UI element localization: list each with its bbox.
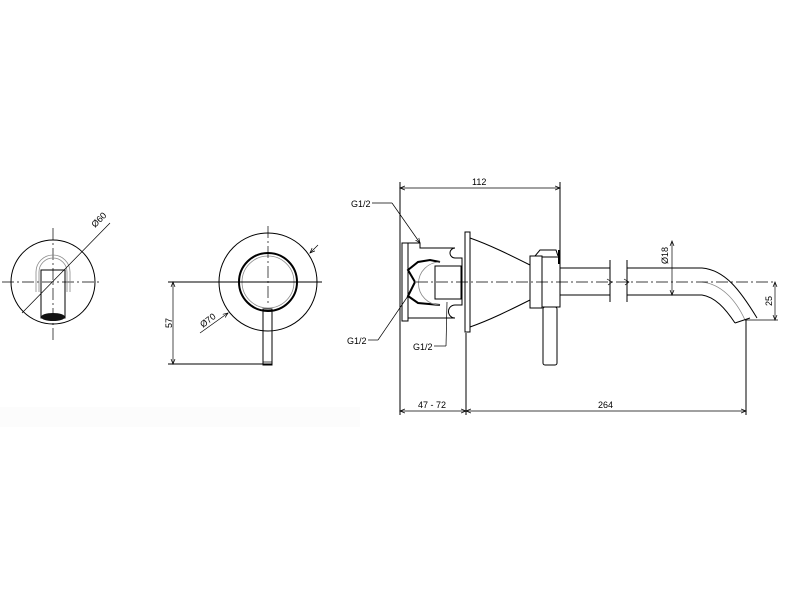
mixer-height-label: 57 [164, 318, 174, 328]
spout-diameter-label: Ø60 [89, 210, 108, 229]
spout-diameter-label: Ø18 [660, 247, 670, 264]
spout-front-view: Ø60 [2, 210, 111, 340]
side-view: 112 Ø18 25 [347, 177, 778, 415]
thread-label-bottom-left: G1/2 [347, 336, 367, 346]
background-strip [0, 407, 360, 427]
thread-label-bottom-center: G1/2 [413, 342, 433, 352]
spout-length-label: 264 [598, 400, 613, 410]
body-length-label: 112 [472, 177, 486, 187]
thread-label-top: G1/2 [351, 199, 371, 209]
wall-depth-label: 47 - 72 [418, 400, 446, 410]
mixer-front-view: 57 Ø70 [164, 226, 322, 366]
mixer-diameter-label: Ø70 [198, 311, 218, 329]
spout-drop-label: 25 [764, 296, 774, 306]
